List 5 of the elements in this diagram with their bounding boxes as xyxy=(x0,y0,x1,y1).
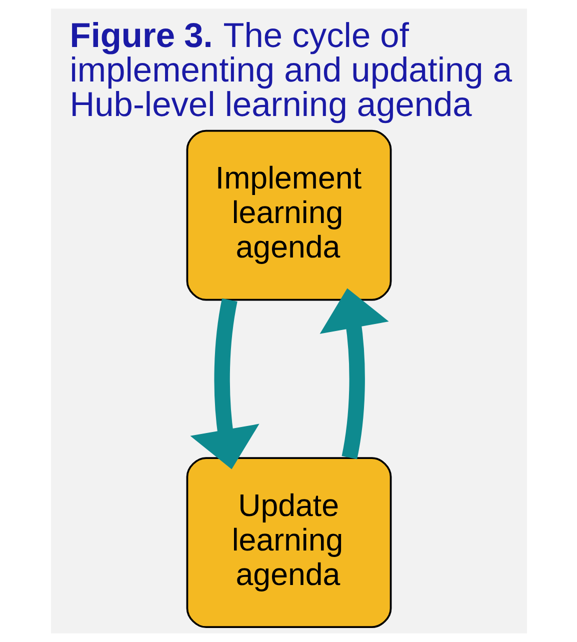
diagram-title: Figure 3. The cycle of implementing and updating a Hub-level learning agenda xyxy=(69,17,512,124)
node-box: Implement learning agenda xyxy=(186,130,392,301)
arrow xyxy=(319,288,388,460)
node-box: Update learning agenda xyxy=(186,457,392,628)
arrow xyxy=(190,298,259,470)
